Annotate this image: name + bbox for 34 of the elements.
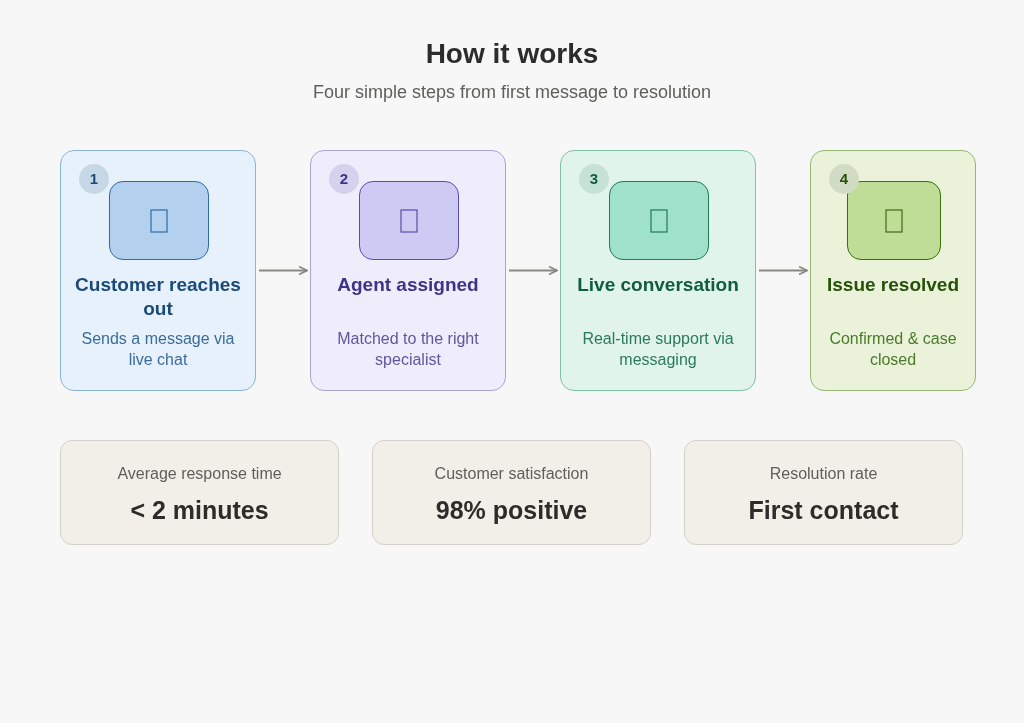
step-card xyxy=(810,150,976,391)
stat-value: 98% positive xyxy=(434,496,589,525)
step-card xyxy=(560,150,756,391)
stat-value: First contact xyxy=(747,496,900,525)
step-description: Confirmed & case closed xyxy=(828,329,958,370)
arrow xyxy=(258,265,308,276)
step-number: 3 xyxy=(579,164,609,194)
icon-tile xyxy=(847,181,941,260)
icon-tile xyxy=(609,181,709,260)
step-heading: Customer reaches out xyxy=(74,273,242,321)
stat-card xyxy=(60,440,339,545)
arrow xyxy=(758,265,808,276)
title: How it works xyxy=(424,38,600,70)
stat-value: < 2 minutes xyxy=(129,496,270,525)
icon-tile xyxy=(109,181,209,260)
stat-label: Average response time xyxy=(116,465,283,483)
step-heading: Issue resolved xyxy=(826,273,960,297)
step-number: 2 xyxy=(329,164,359,194)
step-description: Sends a message via live chat xyxy=(80,329,236,370)
stat-card xyxy=(684,440,963,545)
step-heading: Live conversation xyxy=(576,273,740,297)
stat-label: Customer satisfaction xyxy=(433,465,590,483)
step-number: 1 xyxy=(79,164,109,194)
step-description: Matched to the right specialist xyxy=(336,329,480,370)
step-card xyxy=(310,150,506,391)
step-number: 4 xyxy=(829,164,859,194)
subtitle: Four simple steps from first message to resolution xyxy=(311,82,713,103)
stat-card xyxy=(372,440,651,545)
step-card xyxy=(60,150,256,391)
stat-label: Resolution rate xyxy=(768,465,879,483)
step-heading: Agent assigned xyxy=(336,273,480,297)
step-description: Real-time support via messaging xyxy=(581,329,735,370)
arrow xyxy=(508,265,558,276)
icon-tile xyxy=(359,181,459,260)
